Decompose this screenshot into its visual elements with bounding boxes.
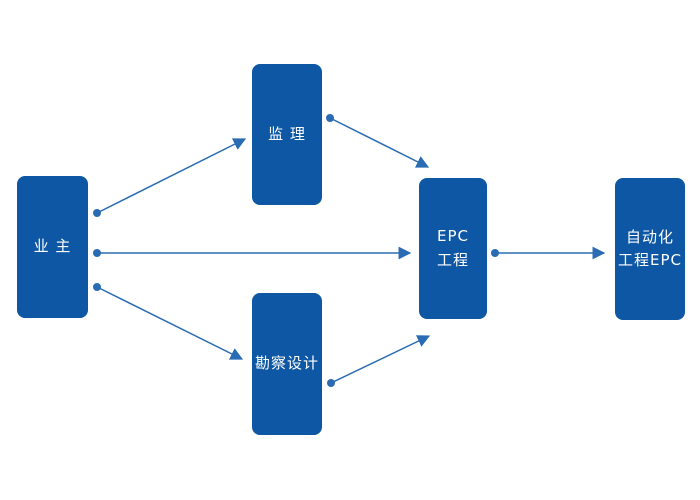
node-automation-label-line2: 工程EPC (618, 251, 682, 269)
node-automation-label-line1: 自动化 (625, 227, 674, 246)
node-supervision: 监 理 (252, 64, 322, 205)
node-supervision-label: 监 理 (268, 124, 306, 143)
node-epc-engineering: EPC 工程 (419, 178, 487, 319)
node-epc-label-line2: 工程 (436, 250, 469, 269)
edge-owner-survey (93, 283, 244, 360)
node-automation-epc: 自动化 工程EPC (615, 178, 685, 320)
edge-owner-supervision (93, 138, 247, 217)
edge-epc-automation (491, 246, 606, 260)
node-owner: 业 主 (17, 176, 88, 318)
edge-survey-epc (327, 335, 431, 387)
edge-supervision-epc (326, 114, 430, 168)
node-epc-label-line1: EPC (437, 227, 469, 246)
edge-owner-epc (93, 246, 412, 260)
node-owner-label: 业 主 (33, 237, 72, 256)
node-survey-design: 勘察设计 (252, 293, 322, 435)
node-survey-design-label: 勘察设计 (254, 354, 319, 373)
